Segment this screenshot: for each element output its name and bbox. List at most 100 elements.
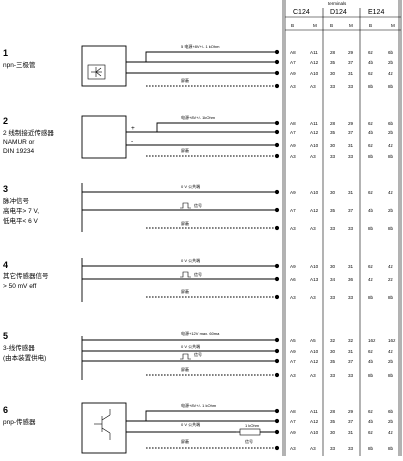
s3-r2-c3: 35 xyxy=(330,208,336,213)
section-3-signal-label: 信号 xyxy=(194,202,202,208)
section-6-signal-label: 信号 xyxy=(245,438,253,444)
section-2-shield-label: 屏蔽 xyxy=(181,147,189,153)
s1-r1-c2: A11 xyxy=(310,50,318,55)
section-6-rows: A8 A11 28 29 6z 6b A7 A12 35 37 4b 2b A9… xyxy=(290,409,394,451)
s3-r2-c1: A7 xyxy=(290,208,296,213)
section-2-rows: A8 A11 28 29 6z 6b A7 A12 35 37 4b 2b A9… xyxy=(290,121,394,159)
col-c-b: B xyxy=(291,23,294,28)
section-6-common-label: 0 V 公共端 xyxy=(181,421,200,427)
s1-r3-c2: A10 xyxy=(310,71,319,76)
s2-r1-c5: 6z xyxy=(368,121,374,126)
s1-r2-c2: A12 xyxy=(310,60,319,65)
section-5-rows: A5 A5 32 32 16z 16z A9 A10 30 31 6z 4z A… xyxy=(290,338,396,378)
section-6-terminal-4 xyxy=(274,445,280,451)
section-3-terminal-1 xyxy=(274,189,280,195)
s5-r1-c2: A5 xyxy=(310,338,316,343)
section-1: 1 npn-三极管 5 电源+8V+/- 1 kOhm 屏蔽 A8 A11 28… xyxy=(3,43,394,89)
s6-r4-c1: A3 xyxy=(290,446,296,451)
s6-r3-c1: A9 xyxy=(290,430,296,435)
s2-r2-c1: A7 xyxy=(290,130,296,135)
s3-r1-c4: 31 xyxy=(348,190,354,195)
s2-r2-c6: 2b xyxy=(388,130,394,135)
section-6-terminal-1 xyxy=(274,408,280,414)
s1-r1-c4: 29 xyxy=(348,50,354,55)
s1-r3-c1: A9 xyxy=(290,71,296,76)
section-6-supply-label: 电源+8V+/- 1 kOhm xyxy=(181,402,217,408)
s5-r3-c1: A7 xyxy=(290,359,296,364)
s5-r2-c6: 4z xyxy=(388,349,394,354)
s6-r1-c4: 29 xyxy=(348,409,354,414)
s5-r3-c6: 2b xyxy=(388,359,394,364)
section-3-rows: A9 A10 30 31 6z 4z A7 A12 35 37 4b 2b A3… xyxy=(290,190,394,231)
s4-r3-c5: 8b xyxy=(368,295,374,300)
s4-r2-c3: 34 xyxy=(330,277,336,282)
s3-r3-c4: 33 xyxy=(348,226,354,231)
s4-r2-c1: A6 xyxy=(290,277,296,282)
pnp-sensor-box xyxy=(81,402,127,454)
s2-r4-c4: 33 xyxy=(348,154,354,159)
s6-r3-c2: A10 xyxy=(310,430,319,435)
s2-r1-c4: 29 xyxy=(348,121,354,126)
s3-r2-c2: A12 xyxy=(310,208,319,213)
col-d-m: M xyxy=(349,23,353,28)
section-5-terminal-2 xyxy=(274,348,280,354)
section-4-desc-line-2: > 50 mV eff xyxy=(3,283,36,290)
section-2-plus-sign: + xyxy=(131,125,135,132)
section-5-desc-line-1: 3-线传感器 xyxy=(3,343,35,352)
section-5-terminal-1 xyxy=(274,337,280,343)
section-3-shield-label: 屏蔽 xyxy=(181,220,189,226)
s6-r1-c6: 6b xyxy=(388,409,394,414)
s1-r3-c4: 31 xyxy=(348,71,354,76)
col-c-m: M xyxy=(313,23,317,28)
s5-r1-c3: 32 xyxy=(330,338,336,343)
section-1-terminal-1 xyxy=(274,49,280,55)
section-1-number: 1 xyxy=(3,48,8,58)
s6-r4-c2: A3 xyxy=(310,446,316,451)
s4-r1-c4: 31 xyxy=(348,264,354,269)
s6-r1-c1: A8 xyxy=(290,409,296,414)
section-6: 6 pnp-传感器 电源+8V+/- 1 kOhm 0 V 公共端 1 kOhm… xyxy=(3,402,394,454)
section-2-terminal-2 xyxy=(274,129,280,135)
s2-r3-c6: 4z xyxy=(388,143,394,148)
section-6-resistor-label: 1 kOhm xyxy=(245,423,260,428)
section-3-desc-line-3: 低电平< 6 V xyxy=(3,216,39,225)
s1-r2-c6: 2b xyxy=(388,60,394,65)
s5-r1-c5: 16z xyxy=(368,338,376,343)
s6-r3-c4: 31 xyxy=(348,430,354,435)
table-header: terminals C124 D124 E124 B M B M B M xyxy=(291,1,395,28)
s2-r4-c3: 33 xyxy=(330,154,336,159)
s5-r2-c4: 31 xyxy=(348,349,354,354)
s6-r3-c3: 30 xyxy=(330,430,336,435)
section-3-common-label: 0 V 公共端 xyxy=(181,183,200,189)
s4-r2-c6: 2z xyxy=(388,277,394,282)
npn-transistor-icon xyxy=(87,64,106,80)
section-5-signal-label: 信号 xyxy=(194,351,202,357)
section-2-minus-sign: - xyxy=(131,138,133,145)
section-3-terminal-3 xyxy=(274,225,280,231)
s3-r2-c5: 4b xyxy=(368,208,374,213)
section-5-desc-line-2: (由本装置供电) xyxy=(3,353,46,362)
s3-r3-c1: A3 xyxy=(290,226,296,231)
section-2-terminal-3 xyxy=(274,142,280,148)
s2-r3-c4: 31 xyxy=(348,143,354,148)
section-5-common-label: 0 V 公共端 xyxy=(181,343,200,349)
s1-r4-c3: 33 xyxy=(330,84,336,89)
s1-r4-c4: 33 xyxy=(348,84,354,89)
section-1-terminal-4 xyxy=(274,83,280,89)
s6-r2-c6: 2b xyxy=(388,419,394,424)
s1-r3-c3: 30 xyxy=(330,71,336,76)
s6-r4-c4: 33 xyxy=(348,446,354,451)
s5-r1-c4: 32 xyxy=(348,338,354,343)
section-5-number: 5 xyxy=(3,331,8,341)
s1-r1-c6: 6b xyxy=(388,50,394,55)
s5-r2-c5: 6z xyxy=(368,349,374,354)
section-3-desc-line-1: 脉冲信号 xyxy=(3,196,30,205)
col-e-m: M xyxy=(391,23,395,28)
section-2-supply-label: 电源+8V+/- 1kOhm xyxy=(181,114,216,120)
s6-r2-c2: A12 xyxy=(310,419,319,424)
section-6-shield-label: 屏蔽 xyxy=(181,438,189,444)
s3-r1-c5: 6z xyxy=(368,190,374,195)
section-2-desc-line-3: DIN 19234 xyxy=(3,148,34,155)
s4-r1-c1: A9 xyxy=(290,264,296,269)
section-2-terminal-1 xyxy=(274,120,280,126)
